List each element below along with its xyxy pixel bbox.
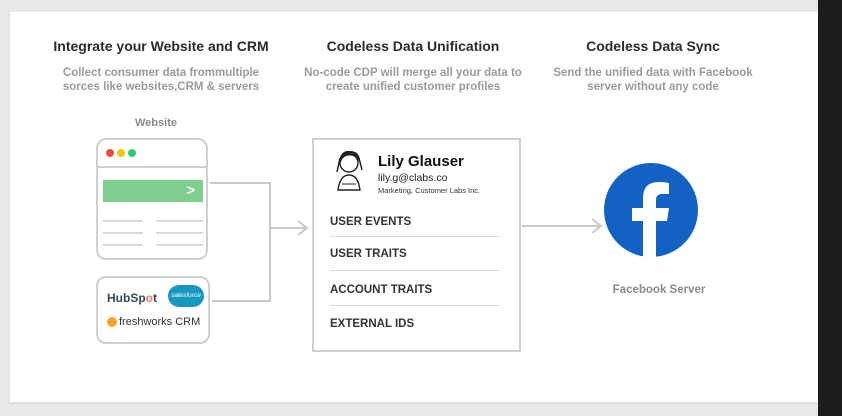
freshworks-icon [107, 317, 117, 328]
column-subtitle-sync: Send the unified data with Facebook serv… [553, 67, 753, 93]
divider [330, 270, 500, 271]
browser-topbar [98, 140, 206, 168]
content-line [156, 232, 203, 234]
divider [330, 305, 500, 306]
column-subtitle-integrate: Collect consumer data frommultiple sorce… [62, 67, 260, 93]
profile-item-external-ids: EXTERNAL IDS [330, 318, 415, 330]
column-title-integrate: Integrate your Website and CRM [53, 38, 269, 54]
profile-item-user-events: USER EVENTS [330, 216, 412, 228]
crm-sources-box: HubSpot salesforce freshworks CRM [96, 276, 210, 344]
divider [330, 236, 500, 237]
column-title-sync: Codeless Data Sync [586, 38, 720, 54]
window-dot-red [106, 149, 114, 157]
profile-name: Lily Glauser [378, 153, 464, 170]
avatar [336, 150, 363, 191]
facebook-server-label: Facebook Server [612, 284, 706, 296]
profile-item-user-traits: USER TRAITS [330, 248, 407, 260]
profile-item-account-traits: ACCOUNT TRAITS [330, 284, 433, 296]
content-line [103, 220, 143, 222]
column-title-unification: Codeless Data Unification [326, 38, 500, 54]
facebook-icon [604, 163, 698, 257]
website-header-bar: > [103, 180, 203, 202]
unified-profile-card: Lily Glauser lily.g@clabs.co Marketing, … [312, 138, 521, 352]
freshworks-logo: freshworks CRM [107, 316, 200, 328]
content-line [156, 220, 203, 222]
website-mockup: > [96, 138, 208, 260]
website-label: Website [135, 117, 177, 129]
profile-email: lily.g@clabs.co [378, 172, 448, 184]
hubspot-logo: HubSpot [107, 291, 158, 305]
salesforce-logo: salesforce [168, 285, 204, 307]
content-line [103, 232, 143, 234]
window-dot-green [128, 149, 136, 157]
chevron-right-icon: > [186, 182, 195, 199]
content-line [156, 244, 203, 246]
column-subtitle-unification: No-code CDP will merge all your data to … [304, 67, 522, 93]
content-line [103, 244, 143, 246]
window-edge [818, 0, 842, 416]
window-dot-yellow [117, 149, 125, 157]
profile-role: Marketing, Customer Labs Inc. [378, 186, 481, 195]
